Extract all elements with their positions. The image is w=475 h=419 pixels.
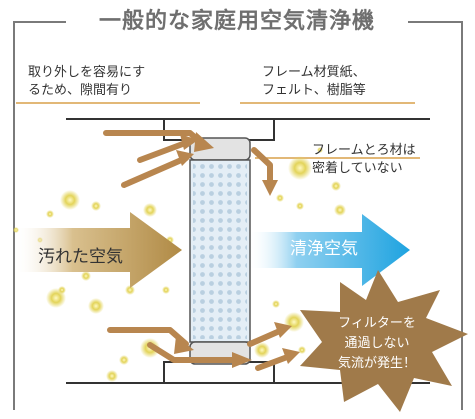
dust-particle bbox=[276, 194, 284, 202]
frame-material-line-1: フレーム材質紙、 bbox=[262, 65, 366, 80]
dust-particle bbox=[81, 271, 91, 281]
warning-line-1: フィルターを bbox=[338, 316, 416, 331]
dust-particle bbox=[125, 285, 135, 295]
dust-particle bbox=[46, 210, 54, 218]
dust-particle bbox=[60, 190, 80, 210]
frame-material-label: フレーム材質紙、 フェルト、樹脂等 bbox=[262, 64, 366, 100]
dust-particle bbox=[288, 156, 312, 180]
warning-text: フィルターを 通過しない 気流が発生！ bbox=[322, 314, 432, 374]
label-leaders bbox=[16, 102, 420, 159]
clean-air-arrow bbox=[248, 214, 410, 286]
dirty-air-arrow bbox=[14, 212, 182, 288]
filter-seal-line-2: 密着していない bbox=[312, 161, 403, 176]
dust-particle bbox=[296, 202, 304, 210]
dust-particle bbox=[88, 298, 104, 314]
frame-material-line-2: フェルト、樹脂等 bbox=[262, 83, 366, 98]
page-title: 一般的な家庭用空気清浄機 bbox=[66, 5, 408, 39]
dust-particle bbox=[143, 203, 157, 217]
bypass-arrowheads bbox=[174, 132, 300, 368]
dust-particle bbox=[317, 147, 323, 153]
dust-particle bbox=[272, 300, 280, 308]
warning-burst bbox=[300, 270, 468, 412]
gap-label: 取り外しを容易にす るため、隙間有り bbox=[28, 64, 145, 100]
dust-particle bbox=[46, 288, 66, 308]
clean-air-label: 清浄空気 bbox=[290, 239, 358, 259]
dust-particle bbox=[331, 181, 341, 191]
outer-frame bbox=[13, 21, 463, 410]
dust-particles bbox=[13, 147, 346, 382]
dust-particle bbox=[119, 355, 129, 365]
filter-seal-label: フレームとろ材は 密着していない bbox=[312, 142, 416, 178]
dust-particle bbox=[162, 286, 170, 294]
warning-line-3: 気流が発生！ bbox=[337, 356, 416, 371]
dust-particle bbox=[91, 201, 101, 211]
gap-label-line-2: るため、隙間有り bbox=[28, 83, 133, 98]
dust-particle bbox=[254, 342, 270, 358]
warning-line-2: 通過しない bbox=[344, 336, 410, 351]
gap-label-line-1: 取り外しを容易にす bbox=[28, 65, 146, 80]
filter-seal-line-1: フレームとろ材は bbox=[312, 143, 416, 158]
filter bbox=[189, 137, 251, 365]
dust-particle bbox=[106, 370, 118, 382]
dirty-air-label: 汚れた空気 bbox=[38, 247, 123, 267]
dust-particle bbox=[334, 204, 346, 216]
